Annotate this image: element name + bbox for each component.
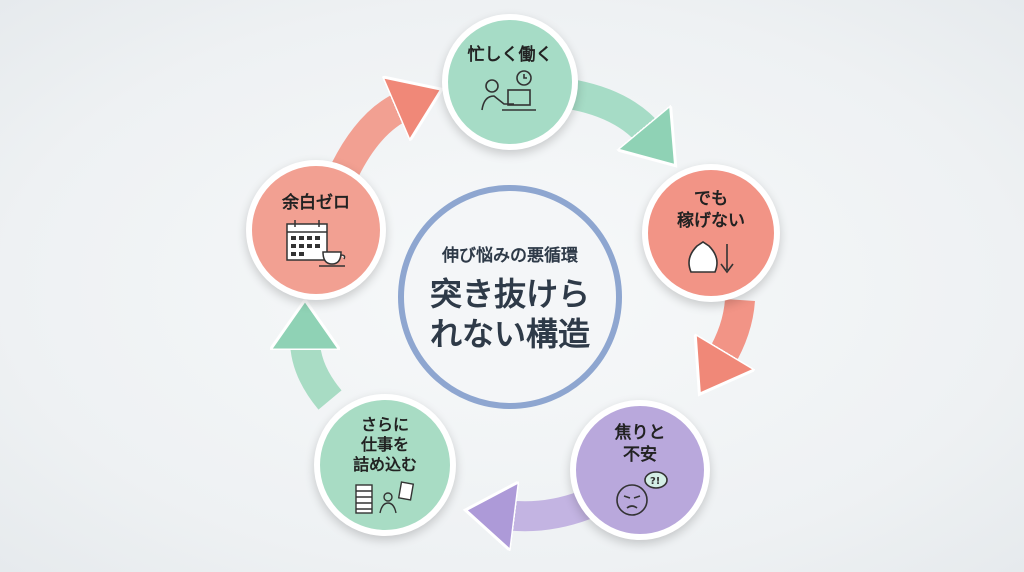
node-more-work: さらに 仕事を 詰め込む [314,394,456,536]
node-not-earning: でも 稼げない [642,164,780,302]
arrow-left-to-top [331,105,405,177]
center-title: 突き抜けら れない構造 [429,274,590,353]
node-busy-work: 忙しく働く [442,14,578,150]
person-laptop-clock-icon [481,70,536,111]
arrow-right-to-bottomright [720,298,740,360]
calendar-cup-icon [286,220,346,267]
arrow-bottomright-to-bottomleft [505,505,591,516]
arrow-bottomleft-to-left [305,340,342,410]
center-circle: 伸び悩みの悪循環 突き抜けら れない構造 [398,185,622,409]
node-no-margin: 余白ゼロ [246,160,386,300]
svg-text:?!: ?! [650,476,660,487]
arrow-top-to-right [571,80,650,135]
paper-stack-worker-icon [355,481,415,514]
money-bag-down-icon [688,241,734,274]
frustrated-face-icon: ?! [616,471,668,516]
center-subtitle: 伸び悩みの悪循環 [442,245,578,266]
node-anxiety: 焦りと 不安 ?! [570,400,710,540]
